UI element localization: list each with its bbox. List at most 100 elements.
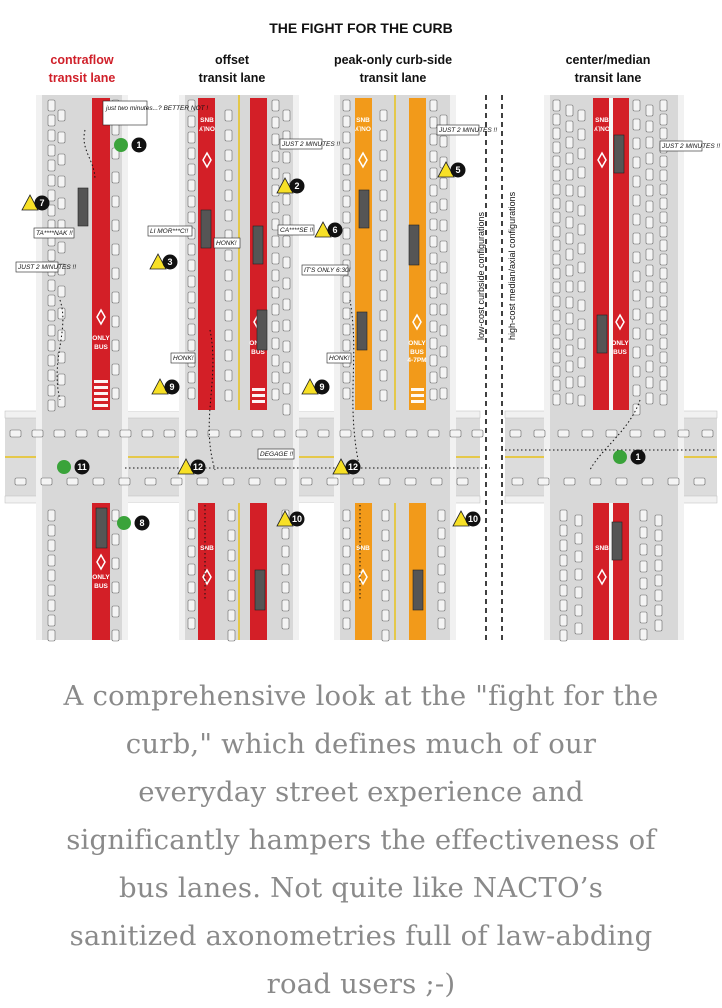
car bbox=[574, 550, 583, 563]
car bbox=[574, 586, 583, 599]
column-heading-offset: offset transit lane bbox=[199, 53, 266, 85]
car bbox=[379, 129, 388, 142]
car bbox=[659, 281, 668, 294]
car bbox=[559, 569, 568, 582]
car bbox=[381, 529, 390, 542]
car bbox=[632, 118, 641, 131]
warning-icon bbox=[314, 221, 332, 238]
car bbox=[92, 477, 105, 486]
car bbox=[552, 127, 561, 140]
thumbs-up-icon bbox=[114, 138, 128, 152]
car bbox=[379, 249, 388, 262]
car bbox=[342, 307, 351, 320]
svg-text:HONK!: HONK! bbox=[216, 240, 237, 247]
car bbox=[552, 267, 561, 280]
car bbox=[577, 166, 586, 179]
car bbox=[429, 269, 438, 282]
car bbox=[565, 184, 574, 197]
car bbox=[565, 216, 574, 229]
diagram-title: THE FIGHT FOR THE CURB bbox=[269, 20, 453, 36]
car bbox=[271, 235, 280, 248]
car bbox=[429, 201, 438, 214]
car bbox=[57, 285, 66, 298]
speech-bubble: JUST 2 MINUTES !! bbox=[436, 124, 497, 136]
car bbox=[429, 337, 438, 350]
car bbox=[565, 152, 574, 165]
speech-bubble: LI MOR***C!! bbox=[147, 225, 193, 237]
car bbox=[659, 337, 668, 350]
car bbox=[559, 584, 568, 597]
car bbox=[565, 200, 574, 213]
car bbox=[439, 198, 448, 211]
car bbox=[404, 477, 417, 486]
car bbox=[659, 113, 668, 126]
car bbox=[47, 584, 56, 597]
car bbox=[282, 298, 291, 311]
svg-text:DEGAGE !!: DEGAGE !! bbox=[260, 451, 293, 458]
car bbox=[224, 369, 233, 382]
lane-marking-bus: BUS bbox=[94, 344, 108, 351]
car bbox=[456, 477, 469, 486]
car bbox=[574, 622, 583, 635]
car bbox=[632, 346, 641, 359]
car bbox=[224, 269, 233, 282]
car bbox=[565, 296, 574, 309]
car bbox=[552, 281, 561, 294]
car bbox=[342, 371, 351, 384]
diamond-markings bbox=[96, 151, 625, 586]
car bbox=[185, 429, 198, 438]
cars-layer bbox=[9, 99, 714, 642]
svg-text:JUST 2 MINUTES !!: JUST 2 MINUTES !! bbox=[281, 141, 340, 148]
car bbox=[111, 243, 120, 256]
callout-badge: 10 bbox=[452, 510, 481, 527]
car bbox=[577, 204, 586, 217]
car bbox=[659, 197, 668, 210]
car bbox=[47, 509, 56, 522]
car bbox=[227, 589, 236, 602]
car bbox=[552, 155, 561, 168]
car bbox=[645, 120, 654, 133]
car bbox=[281, 545, 290, 558]
car bbox=[187, 371, 196, 384]
car bbox=[281, 617, 290, 630]
car bbox=[429, 218, 438, 231]
car bbox=[187, 545, 196, 558]
car bbox=[40, 477, 53, 486]
car bbox=[282, 151, 291, 164]
car bbox=[379, 209, 388, 222]
car bbox=[379, 149, 388, 162]
car bbox=[271, 337, 280, 350]
speech-bubble: JUST 2 MINUTES !! bbox=[15, 261, 76, 273]
car bbox=[632, 308, 641, 321]
svg-text:JUST 2 MINUTES !!: JUST 2 MINUTES !! bbox=[438, 127, 497, 134]
car bbox=[565, 136, 574, 149]
car bbox=[552, 183, 561, 196]
car bbox=[654, 514, 663, 527]
car bbox=[271, 133, 280, 146]
speech-bubble: HONK! bbox=[213, 237, 241, 249]
car bbox=[645, 168, 654, 181]
car bbox=[111, 557, 120, 570]
car bbox=[111, 267, 120, 280]
car bbox=[111, 387, 120, 400]
car bbox=[565, 264, 574, 277]
car bbox=[57, 153, 66, 166]
bus bbox=[412, 569, 424, 611]
car bbox=[342, 275, 351, 288]
car bbox=[437, 617, 446, 630]
car bbox=[224, 389, 233, 402]
car bbox=[379, 189, 388, 202]
car bbox=[653, 429, 666, 438]
speech-bubble: HONK! bbox=[326, 352, 352, 364]
lane-marking-bus-reversed: SNB bbox=[595, 117, 609, 124]
car bbox=[632, 137, 641, 150]
bus bbox=[254, 569, 266, 611]
callout-badge: 9 bbox=[301, 378, 330, 395]
car bbox=[271, 354, 280, 367]
warning-icon bbox=[151, 378, 169, 395]
car bbox=[57, 329, 66, 342]
car bbox=[429, 303, 438, 316]
car bbox=[437, 581, 446, 594]
warning-icon bbox=[276, 510, 294, 527]
car bbox=[577, 147, 586, 160]
